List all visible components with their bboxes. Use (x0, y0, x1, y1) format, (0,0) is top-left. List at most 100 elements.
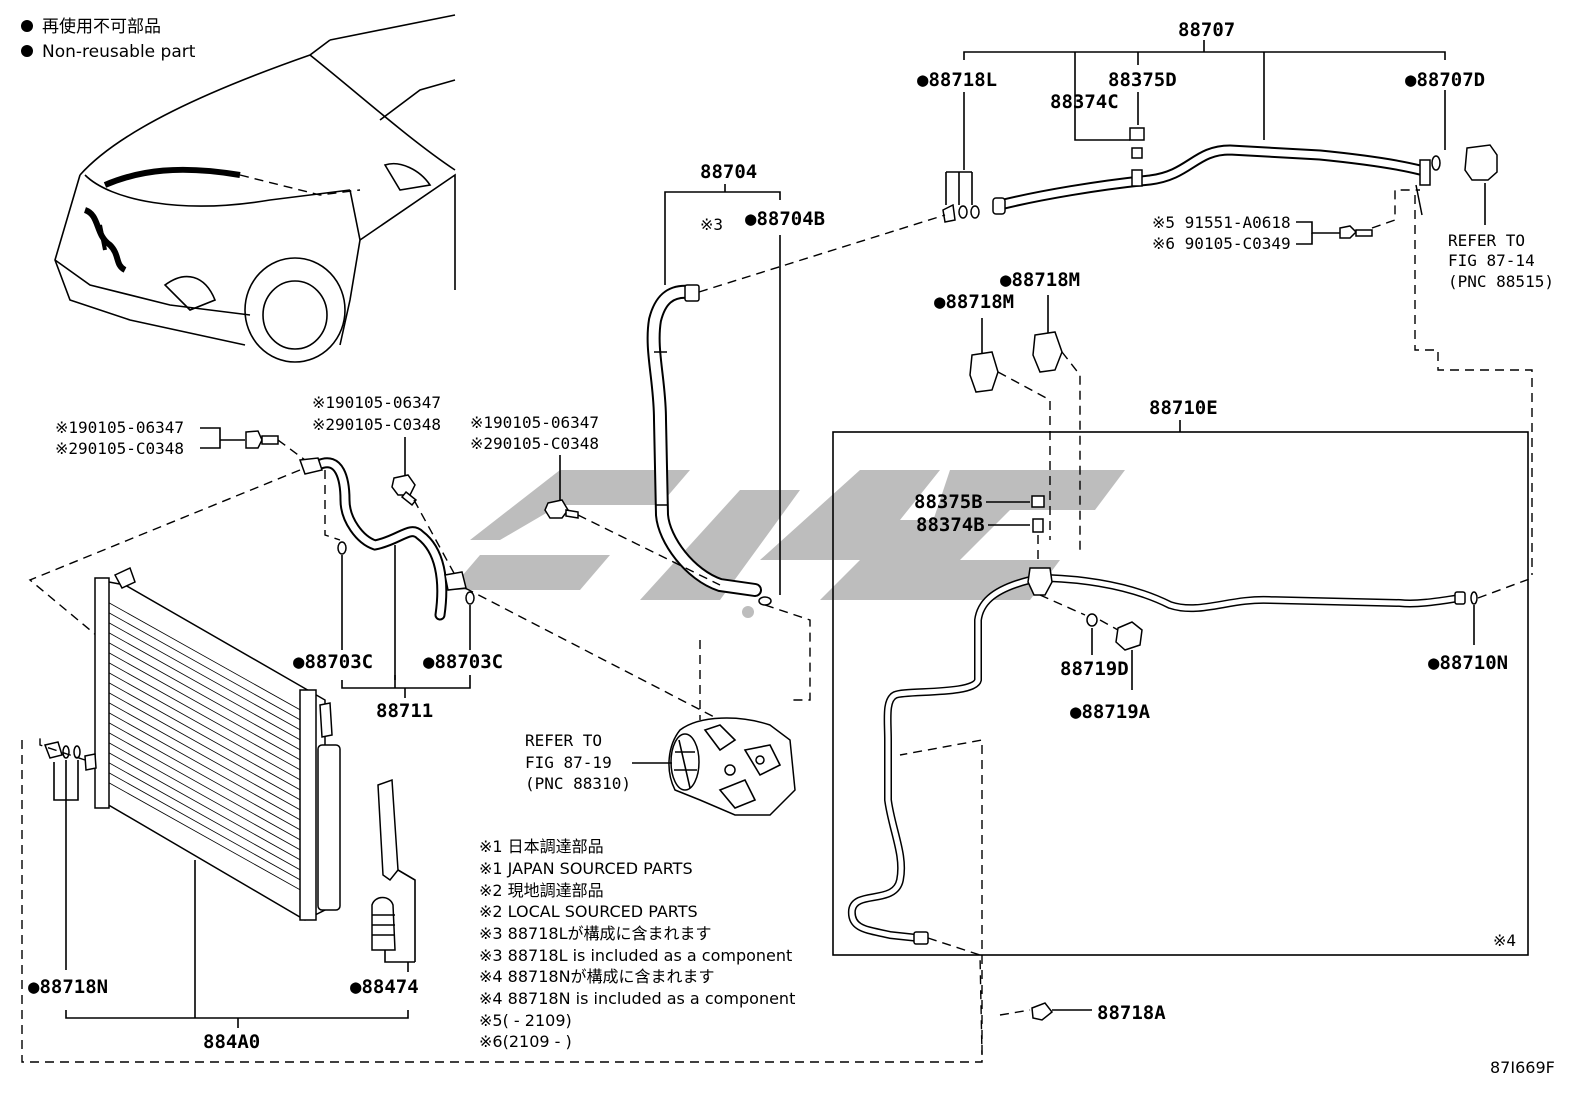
connector-block-icon (1464, 144, 1498, 181)
hose-88711: ●88703C ●88703C 88711 (28, 457, 721, 722)
callout-88718N: ●88718N (28, 976, 108, 998)
callout-88704: 88704 (700, 161, 757, 183)
o-ring-icon (1470, 591, 1478, 605)
note-10: ※6(2109 - ) (479, 1032, 572, 1051)
note-3: ※2 現地調達部品 (479, 881, 604, 900)
bolt-mid-group: ※190105-06347 ※290105-C0348 (312, 393, 456, 576)
cap-icon (1031, 495, 1045, 508)
receiver-88474: ●88474 (350, 778, 419, 998)
callout-88704B: ●88704B (745, 208, 825, 230)
bolt-icon (544, 499, 569, 519)
o-ring-icon (62, 745, 70, 759)
callout-88710E: 88710E (1149, 397, 1218, 419)
condenser-884A0: ●88718N 884A0 (21, 566, 983, 1063)
callout-88374B: 88374B (916, 514, 985, 536)
refer-top-2: FIG 87-14 (1448, 251, 1535, 270)
refer-mid-1: REFER TO (525, 731, 602, 750)
callout-88707-group: 88707 ●88718L 88375D 88374C ●88707D (917, 19, 1485, 205)
vehicle-sketch (54, 14, 456, 363)
cap-icon (1129, 127, 1145, 141)
callout-88711: 88711 (376, 700, 433, 722)
legend-jp: 再使用不可部品 (42, 16, 161, 37)
note-1: ※1 日本調達部品 (479, 837, 604, 856)
callout-88718A: 88718A (1097, 1002, 1166, 1024)
clamps-88718M: ●88718M ●88718M (934, 269, 1081, 550)
note-8: ※4 88718N is included as a component (479, 989, 795, 1008)
o-ring-icon (958, 205, 968, 219)
callout-88719-group: 88719D ●88719A ●88710N (1060, 605, 1508, 723)
bolt-top-1: ※5 91551-A0618 (1152, 213, 1291, 232)
bolt-left-1: ※190105-06347 (55, 418, 184, 437)
callout-88719D: 88719D (1060, 658, 1129, 680)
pressure-switch-icon (1115, 621, 1143, 651)
clip-88718A: 88718A (999, 1002, 1166, 1024)
tee-joint-icon (1027, 567, 1053, 596)
clamp-icon (1032, 331, 1063, 373)
o-ring-icon (1431, 155, 1441, 171)
callout-88374C: 88374C (1050, 91, 1119, 113)
note-2: ※1 JAPAN SOURCED PARTS (479, 859, 693, 878)
callout-88703C-a: ●88703C (293, 651, 373, 673)
callout-88704-group: 88704 ※3 ●88704B (664, 161, 825, 595)
legend-bullet-icon (21, 20, 33, 32)
callout-88375D: 88375D (1108, 69, 1177, 91)
seal-strip-icon (377, 778, 399, 882)
o-ring-icon (73, 745, 81, 759)
callout-88718M-a: ●88718M (1000, 269, 1080, 291)
box-note: ※4 (1493, 931, 1516, 950)
callout-88710N: ●88710N (1428, 652, 1508, 674)
legend-en: Non-reusable part (42, 42, 196, 62)
callout-884A0: 884A0 (203, 1031, 260, 1053)
o-ring-icon (465, 591, 475, 605)
drawing-id: 87I669F (1490, 1058, 1555, 1077)
notes-block: ※1 日本調達部品 ※1 JAPAN SOURCED PARTS ※2 現地調達… (479, 837, 795, 1051)
bolt-icon (391, 474, 416, 496)
callout-88707D: ●88707D (1405, 69, 1485, 91)
bolt-left-2: ※290105-C0348 (55, 439, 184, 458)
legend: 再使用不可部品 Non-reusable part (21, 16, 196, 62)
bolt-mid-2: ※290105-C0348 (312, 415, 441, 434)
callout-88718L: ●88718L (917, 69, 997, 91)
callout-88703C-b: ●88703C (423, 651, 503, 673)
callout-88375B: 88375B (914, 491, 983, 513)
bolt-top-group: ※5 91551-A0618 ※6 90105-C0349 (1152, 189, 1420, 253)
refer-fig-87-14: REFER TO FIG 87-14 (PNC 88515) (1414, 183, 1554, 575)
bolt-right-1: ※190105-06347 (470, 413, 599, 432)
bolt-left-group: ※190105-06347 ※290105-C0348 (55, 418, 306, 461)
callout-88704-note: ※3 (700, 215, 723, 234)
compressor: REFER TO FIG 87-19 (PNC 88310) (525, 604, 811, 816)
bolt-right-2: ※290105-C0348 (470, 434, 599, 453)
callout-88474: ●88474 (350, 976, 419, 998)
bolt-top-2: ※6 90105-C0349 (1152, 234, 1291, 253)
legend-bullet-icon (21, 45, 33, 57)
note-7: ※4 88718Nが構成に含まれます (479, 967, 715, 986)
clip-icon (1031, 1002, 1054, 1021)
bolt-icon (245, 430, 263, 449)
o-ring-icon (1086, 613, 1098, 627)
bolt-mid-1: ※190105-06347 (312, 393, 441, 412)
o-ring-icon (337, 541, 347, 555)
note-9: ※5( - 2109) (479, 1011, 572, 1030)
filter-icon (371, 896, 396, 951)
note-4: ※2 LOCAL SOURCED PARTS (479, 902, 698, 921)
refer-top-3: (PNC 88515) (1448, 272, 1554, 291)
o-ring-icon (758, 596, 772, 606)
box-88710E: 88710E ※4 88375B 88374B (832, 397, 1529, 956)
refer-mid-3: (PNC 88310) (525, 774, 631, 793)
note-5: ※3 88718Lが構成に含まれます (479, 924, 712, 943)
o-ring-icon (970, 205, 980, 219)
bolt-icon (1339, 225, 1358, 239)
refer-mid-2: FIG 87-19 (525, 753, 612, 772)
callout-88719A: ●88719A (1070, 701, 1151, 723)
refer-top-1: REFER TO (1448, 231, 1525, 250)
bolt-right-group: ※190105-06347 ※290105-C0348 (470, 413, 721, 586)
clamp-icon (969, 351, 999, 393)
note-6: ※3 88718L is included as a component (479, 946, 792, 965)
pipe-88710E (847, 567, 1533, 1056)
callout-88718M-b: ●88718M (934, 291, 1014, 313)
watermark-logo (450, 470, 1125, 618)
callout-88707: 88707 (1178, 19, 1235, 41)
hose-88704 (646, 214, 946, 606)
